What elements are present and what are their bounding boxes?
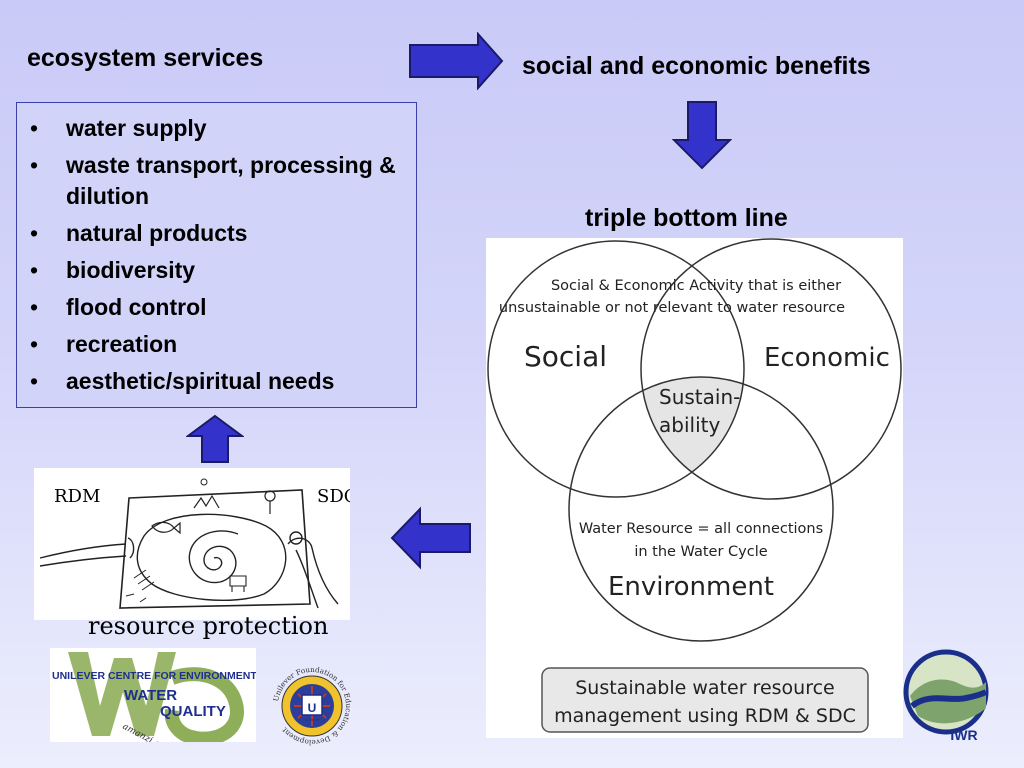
triple-bottom-line-venn: Social & Economic Activity that is eithe…: [486, 238, 903, 738]
bullet-icon: •: [30, 257, 39, 283]
economic-circle: [640, 238, 902, 500]
water-quality-logo-graphic: UNILEVER CENTRE FOR ENVIRONMENTAL WATER …: [52, 652, 271, 762]
top-note-line1: Social & Economic Activity that is eithe…: [551, 278, 841, 294]
service-item: •flood control: [17, 292, 416, 323]
bottom-note-line1: Water Resource = all connections: [579, 521, 823, 537]
bullet-icon: •: [30, 115, 39, 141]
ecosystem-services-list: •water supply •waste transport, processi…: [17, 113, 416, 403]
social-circle: [487, 240, 745, 498]
top-note-line2: unsustainable or not relevant to water r…: [499, 300, 845, 316]
rdm-tag: RDM: [54, 486, 100, 507]
service-item: •water supply: [17, 113, 416, 144]
svg-text:U: U: [308, 701, 317, 715]
arrow-right-icon: [409, 32, 504, 90]
sustainability-line1: Sustain-: [659, 385, 740, 409]
arrow-up-icon: [186, 414, 244, 463]
venn-footer-line2: management using RDM & SDC: [554, 705, 856, 727]
service-item: •waste transport, processing & dilution: [30, 152, 396, 209]
service-item: •biodiversity: [17, 255, 416, 286]
economic-label: Economic: [764, 343, 890, 373]
unilever-foundation-logo: U Unilever Unilever Foundation for Educa…: [270, 664, 354, 748]
resource-protection-illustration: RDM SDC: [39, 478, 358, 609]
ufed-center-text: Unilever: [305, 717, 320, 722]
arrow-left-icon: [390, 506, 471, 570]
wq-line2: WATER: [124, 687, 177, 704]
iwr-logo-graphic: IWR: [903, 649, 989, 743]
venn-diagram: Social & Economic Activity that is eithe…: [487, 238, 902, 733]
iwr-text: IWR: [950, 727, 977, 743]
arrow-down-icon: [672, 101, 732, 170]
triple-bottom-line-title: triple bottom line: [585, 204, 788, 232]
wq-line3: QUALITY: [160, 703, 226, 720]
bullet-icon: •: [30, 331, 39, 357]
bullet-icon: •: [30, 368, 39, 394]
resource-protection-label: resource protection: [88, 612, 329, 640]
social-economic-benefits-title: social and economic benefits: [522, 52, 871, 80]
wq-line1: UNILEVER CENTRE FOR ENVIRONMENTAL: [52, 670, 256, 682]
resource-protection-sketch: RDM SDC: [34, 468, 358, 620]
bullet-icon: •: [30, 294, 39, 320]
environment-circle: [568, 376, 834, 642]
ecosystem-services-title: ecosystem services: [27, 44, 264, 72]
bottom-note-line2: in the Water Cycle: [634, 544, 767, 560]
unilever-water-quality-logo: UNILEVER CENTRE FOR ENVIRONMENTAL WATER …: [50, 648, 271, 762]
social-label: Social: [524, 340, 607, 373]
bullet-icon: •: [30, 220, 39, 246]
iwr-logo: IWR: [900, 648, 994, 744]
venn-footer-box: [541, 667, 869, 733]
sustainability-line2: ability: [659, 413, 720, 437]
service-item: •aesthetic/spiritual needs: [17, 366, 416, 397]
ufed-seal-graphic: U Unilever Unilever Foundation for Educa…: [271, 665, 353, 747]
service-item: •recreation: [17, 329, 416, 360]
venn-footer-line1: Sustainable water resource: [575, 677, 834, 699]
environment-label: Environment: [608, 572, 774, 602]
ecosystem-services-box: •water supply •waste transport, processi…: [16, 102, 417, 408]
service-item: •natural products: [17, 218, 416, 249]
bullet-icon: •: [30, 152, 39, 178]
sdc-tag: SDC: [317, 486, 350, 507]
